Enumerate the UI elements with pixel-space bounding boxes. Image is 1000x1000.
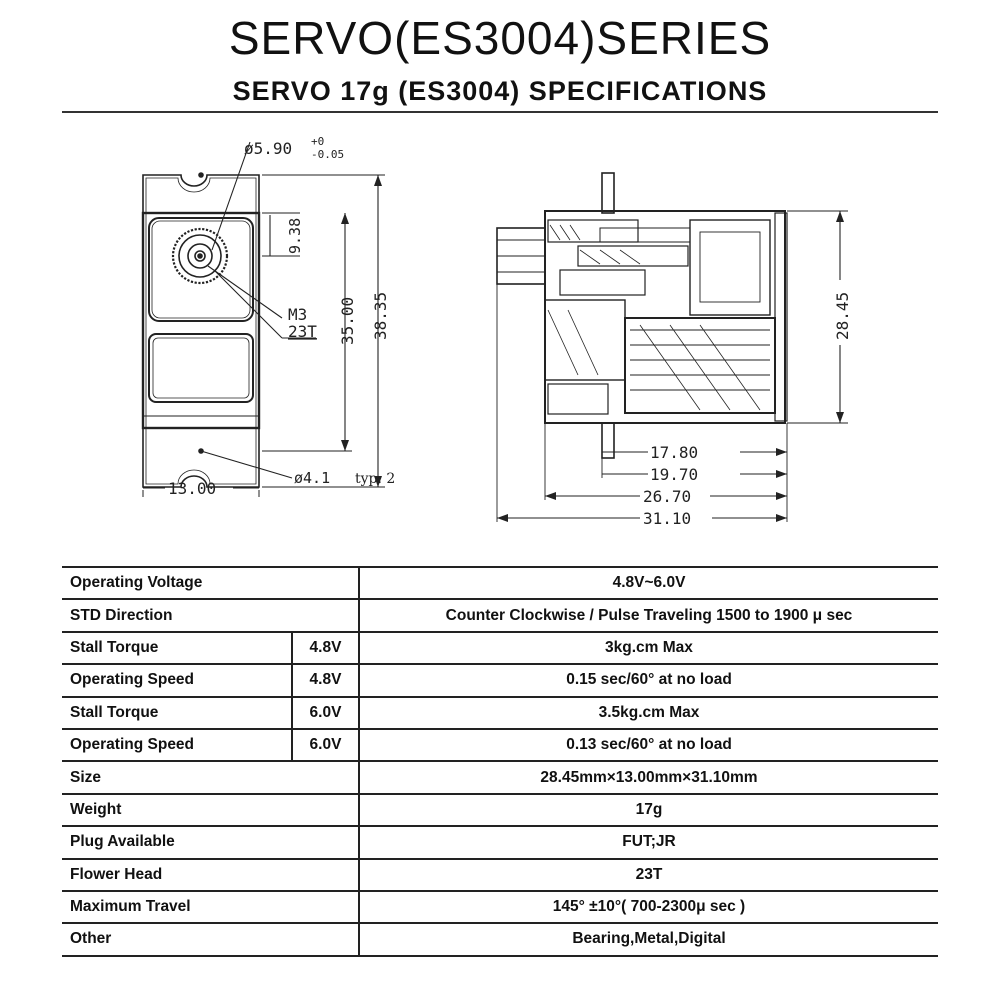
front-view [141,141,385,497]
spec-label: Flower Head [62,857,359,892]
dim-3110: 31.10 [643,509,691,528]
spec-value: 3kg.cm Max [358,630,938,666]
spec-value: 3.5kg.cm Max [358,695,938,730]
page-title: SERVO(ES3004)SERIES [228,12,772,64]
spec-label: Maximum Travel [62,889,359,925]
thread-label: M3 [288,305,307,324]
spec-row-operating-speed-48: Operating Speed 4.8V 0.15 sec/60° at no … [62,663,938,698]
title-divider [62,111,938,113]
spec-label: Stall Torque [62,630,292,666]
dim-2670: 26.70 [643,487,691,506]
spec-label: Operating Voltage [62,565,359,601]
spec-row-plug: Plug Available FUT;JR [62,825,938,860]
dim-height-3835: 38.35 [371,292,390,340]
spec-value: 17g [358,792,938,828]
shaft-tolerance-lower: -0.05 [311,148,344,161]
spec-row-stall-torque-48: Stall Torque 4.8V 3kg.cm Max [62,630,938,666]
spec-label: Size [62,760,359,795]
spec-value: 4.8V~6.0V [358,565,938,601]
dimension-arrows [341,175,844,522]
spec-value: 0.15 sec/60° at no load [358,663,938,698]
spec-label: Weight [62,792,359,828]
spec-label: Operating Speed [62,663,292,698]
servo-technical-drawing: ø5.90 +0 -0.05 9.38 M3 23T 35.00 38.35 ø… [141,135,852,528]
spec-label: Other [62,922,359,957]
spec-condition: 4.8V [291,630,359,666]
spec-value: 23T [358,857,938,892]
spec-value: 28.45mm×13.00mm×31.10mm [358,760,938,795]
spec-row-std-direction: STD Direction Counter Clockwise / Pulse … [62,598,938,633]
spec-row-weight: Weight 17g [62,792,938,828]
spec-table: Operating Voltage 4.8V~6.0V STD Directio… [62,565,938,957]
spec-label: STD Direction [62,598,359,633]
spec-row-other: Other Bearing,Metal,Digital [62,922,938,957]
hole-typ-label: typ. 2 [355,471,395,487]
spec-condition: 6.0V [291,695,359,730]
spec-row-stall-torque-60: Stall Torque 6.0V 3.5kg.cm Max [62,695,938,730]
spec-label: Stall Torque [62,695,292,730]
page-subtitle: SERVO 17g (ES3004) SPECIFICATIONS [232,76,768,106]
spline-label: 23T [288,322,317,341]
spec-label: Plug Available [62,825,359,860]
dim-side-height: 28.45 [833,292,852,340]
spec-row-size: Size 28.45mm×13.00mm×31.10mm [62,760,938,795]
spec-row-maximum-travel: Maximum Travel 145° ±10°( 700-2300μ sec … [62,889,938,925]
shaft-tolerance-upper: +0 [311,135,324,148]
dim-shaft-offset: 9.38 [286,218,304,254]
spec-value: Counter Clockwise / Pulse Traveling 1500… [358,598,938,633]
spec-value: FUT;JR [358,825,938,860]
spec-value: 145° ±10°( 700-2300μ sec ) [358,889,938,925]
shaft-diameter-label: ø5.90 [244,139,292,158]
dim-1780: 17.80 [650,443,698,462]
spec-value: 0.13 sec/60° at no load [358,727,938,763]
spec-row-operating-voltage: Operating Voltage 4.8V~6.0V [62,565,938,601]
spec-value: Bearing,Metal,Digital [358,922,938,957]
spec-condition: 4.8V [291,663,359,698]
hole-diameter-label: ø4.1 [294,469,330,487]
dim-width: 13.00 [168,479,216,498]
spec-row-flower-head: Flower Head 23T [62,857,938,892]
dim-1970: 19.70 [650,465,698,484]
spec-condition: 6.0V [291,727,359,763]
spec-row-operating-speed-60: Operating Speed 6.0V 0.13 sec/60° at no … [62,727,938,763]
spec-label: Operating Speed [62,727,292,763]
dim-height-35: 35.00 [338,297,357,345]
